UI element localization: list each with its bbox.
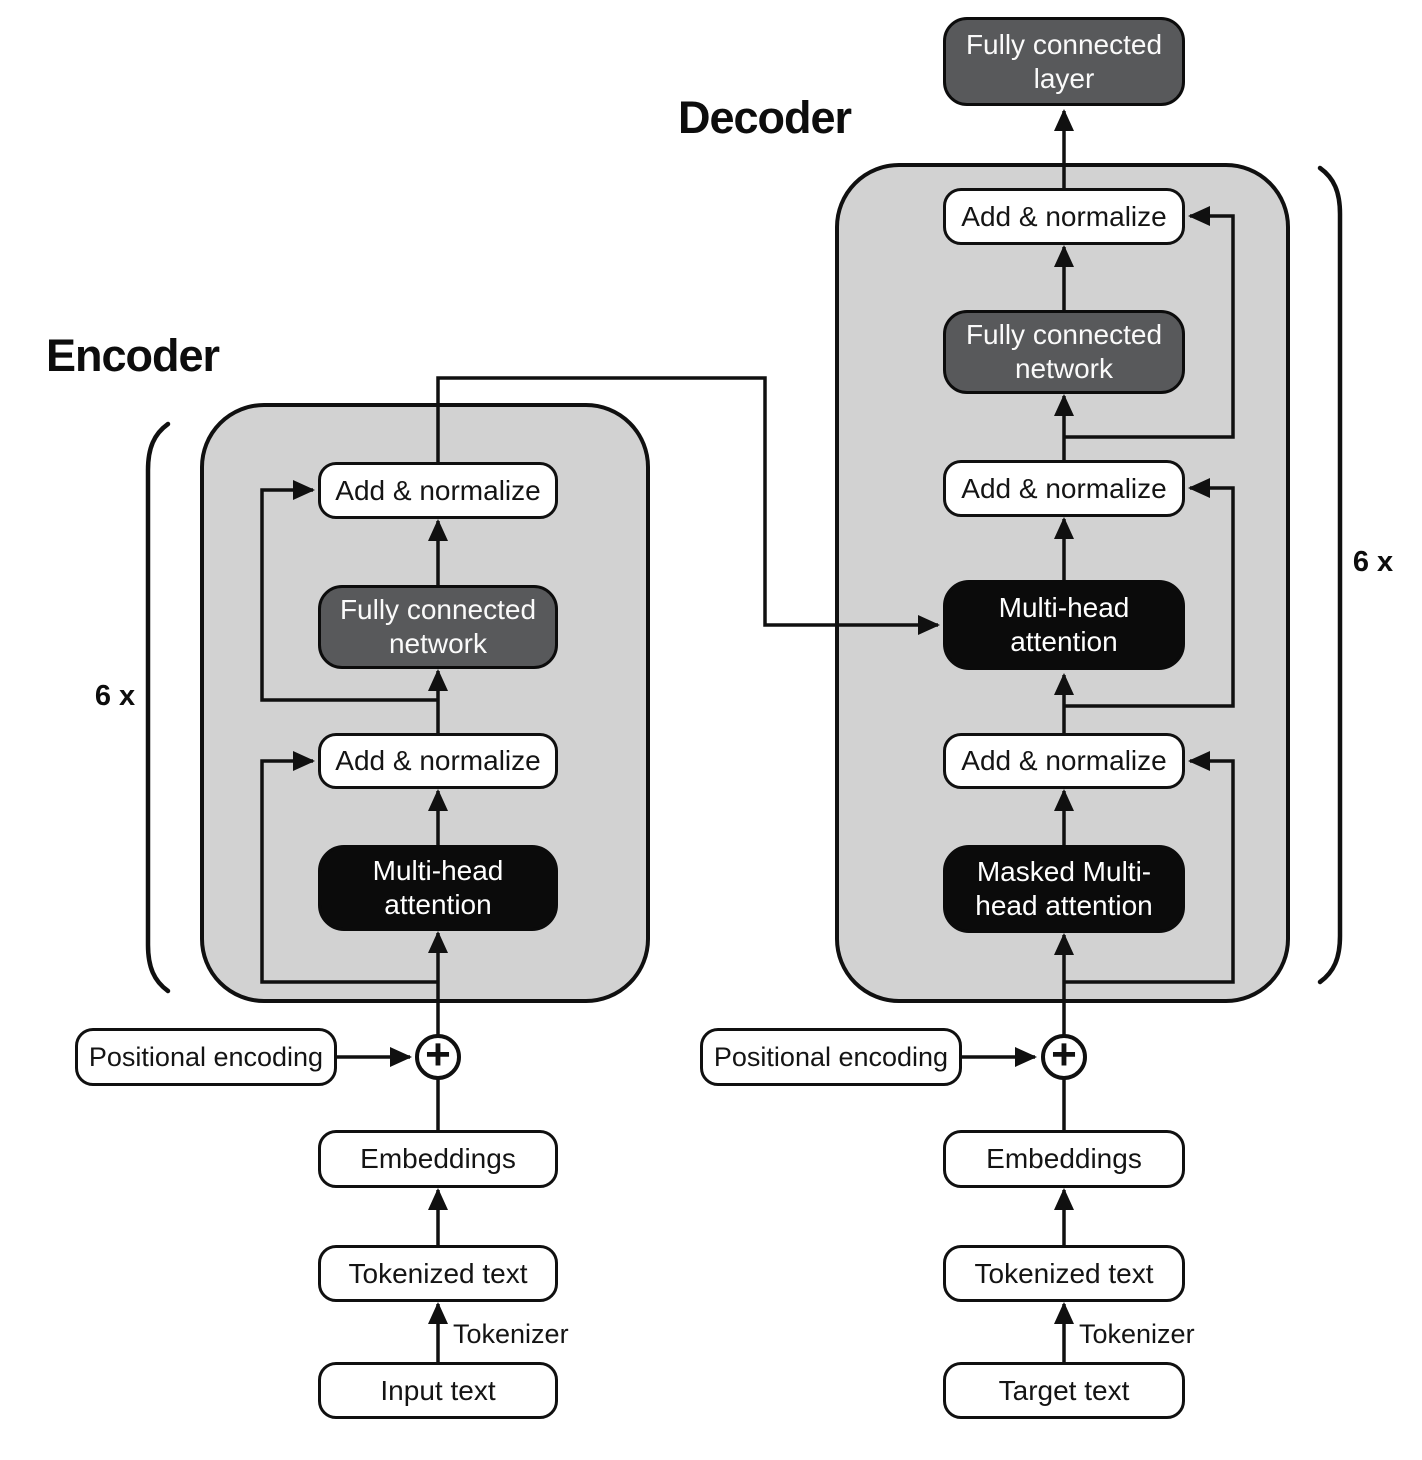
- encoder-positional-encoding: Positional encoding: [75, 1028, 337, 1086]
- encoder-add-normalize-top: Add & normalize: [318, 462, 558, 519]
- encoder-repeat-bracket: [145, 421, 171, 994]
- decoder-add-normalize-mid: Add & normalize: [943, 460, 1185, 517]
- encoder-fully-connected-network: Fully connected network: [318, 585, 558, 669]
- decoder-title: Decoder: [678, 92, 852, 143]
- decoder-masked-multi-head-attention: Masked Multi-head attention: [943, 845, 1185, 933]
- encoder-embeddings: Embeddings: [318, 1130, 558, 1188]
- decoder-embeddings: Embeddings: [943, 1130, 1185, 1188]
- decoder-positional-encoding: Positional encoding: [700, 1028, 962, 1086]
- decoder-fully-connected-network: Fully connected network: [943, 310, 1185, 394]
- encoder-add-normalize-mid: Add & normalize: [318, 733, 558, 789]
- decoder-repeat-count: 6 x: [1352, 546, 1394, 578]
- encoder-tokenizer-label: Tokenizer: [453, 1319, 569, 1349]
- decoder-tokenizer-label: Tokenizer: [1079, 1319, 1195, 1349]
- encoder-title: Encoder: [46, 330, 220, 381]
- encoder-tokenized-text: Tokenized text: [318, 1245, 558, 1302]
- encoder-add-icon: +: [415, 1032, 461, 1080]
- decoder-multi-head-attention: Multi-head attention: [943, 580, 1185, 670]
- encoder-multi-head-attention: Multi-head attention: [318, 845, 558, 931]
- encoder-input-text: Input text: [318, 1362, 558, 1419]
- decoder-target-text: Target text: [943, 1362, 1185, 1419]
- encoder-repeat-count: 6 x: [94, 680, 136, 712]
- decoder-add-icon: +: [1041, 1032, 1087, 1080]
- decoder-fully-connected-output-layer: Fully connected layer: [943, 17, 1185, 106]
- decoder-repeat-bracket: [1317, 165, 1343, 985]
- decoder-tokenized-text: Tokenized text: [943, 1245, 1185, 1302]
- decoder-add-normalize-top: Add & normalize: [943, 188, 1185, 245]
- decoder-add-normalize-bottom: Add & normalize: [943, 733, 1185, 789]
